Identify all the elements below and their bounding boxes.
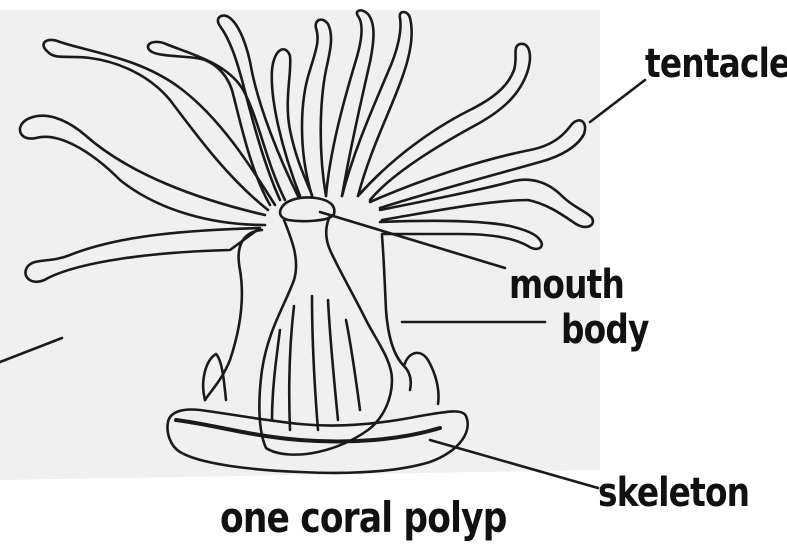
diagram-caption: one coral polyp (220, 497, 507, 539)
body-label: body (561, 310, 649, 350)
skeleton-label: skeleton (598, 473, 749, 513)
mouth-label: mouth (509, 265, 624, 305)
tentacles-label: tentacles (645, 44, 787, 84)
